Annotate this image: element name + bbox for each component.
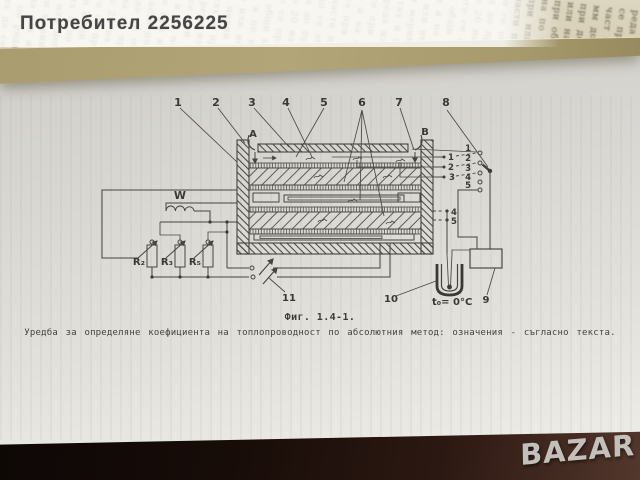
apparatus-layers [248, 162, 422, 241]
inlet-tube-a [247, 134, 277, 164]
selector-pos-5: 5 [465, 181, 471, 191]
wall-terminal-2: 2 [448, 163, 454, 173]
meter-box [469, 248, 503, 269]
callout-11: 11 [282, 293, 296, 304]
wiring-left [101, 189, 237, 268]
callout-8: 8 [442, 96, 450, 109]
callout-3: 3 [248, 96, 256, 109]
watermark-user-label: Потребител 2256225 [20, 12, 229, 34]
wall-terminal-4: 4 [451, 208, 457, 218]
apparatus-casing [236, 139, 434, 255]
wall-terminal-3: 3 [449, 173, 455, 183]
callout-2: 2 [212, 96, 220, 109]
callout-leaders [179, 107, 496, 297]
callout-1: 1 [174, 96, 182, 109]
callout-4: 4 [282, 96, 290, 109]
callout-10: 10 [384, 294, 398, 305]
selector-pos-2: 2 [465, 154, 471, 164]
wattmeter-coil [165, 202, 237, 222]
rheostats [137, 239, 249, 279]
label-r2: R₂ [133, 257, 145, 268]
callout-5: 5 [320, 96, 328, 109]
watermark-bar: Потребител 2256225 [0, 0, 560, 47]
knife-switch [227, 243, 391, 285]
callout-labels: 1 2 3 4 5 6 7 8 A B W R₂ R₃ R₅ 1 2 3 4 5… [133, 96, 490, 308]
label-b: B [421, 127, 429, 138]
label-r5: R₅ [189, 257, 201, 268]
selector-switch [411, 148, 493, 254]
callout-7: 7 [395, 96, 403, 109]
label-wattmeter: W [174, 189, 186, 202]
selector-pos-3: 3 [465, 164, 471, 174]
label-r3: R₃ [161, 257, 173, 268]
selector-pos-1: 1 [465, 144, 471, 154]
label-a: A [249, 129, 257, 140]
figure-caption: Уредба за определяне коефициента на топл… [24, 328, 616, 338]
wall-terminal-1: 1 [448, 153, 454, 163]
dewar-flask [435, 249, 470, 297]
wall-terminal-5: 5 [451, 217, 457, 227]
dewar-temp-label: t₀= 0°C [432, 297, 472, 308]
callout-9: 9 [483, 295, 490, 306]
thermocouple-marks [305, 156, 406, 225]
selector-pos-4: 4 [465, 173, 471, 183]
figure-number: Фиг. 1.4-1. [284, 312, 356, 323]
callout-6: 6 [358, 96, 366, 109]
